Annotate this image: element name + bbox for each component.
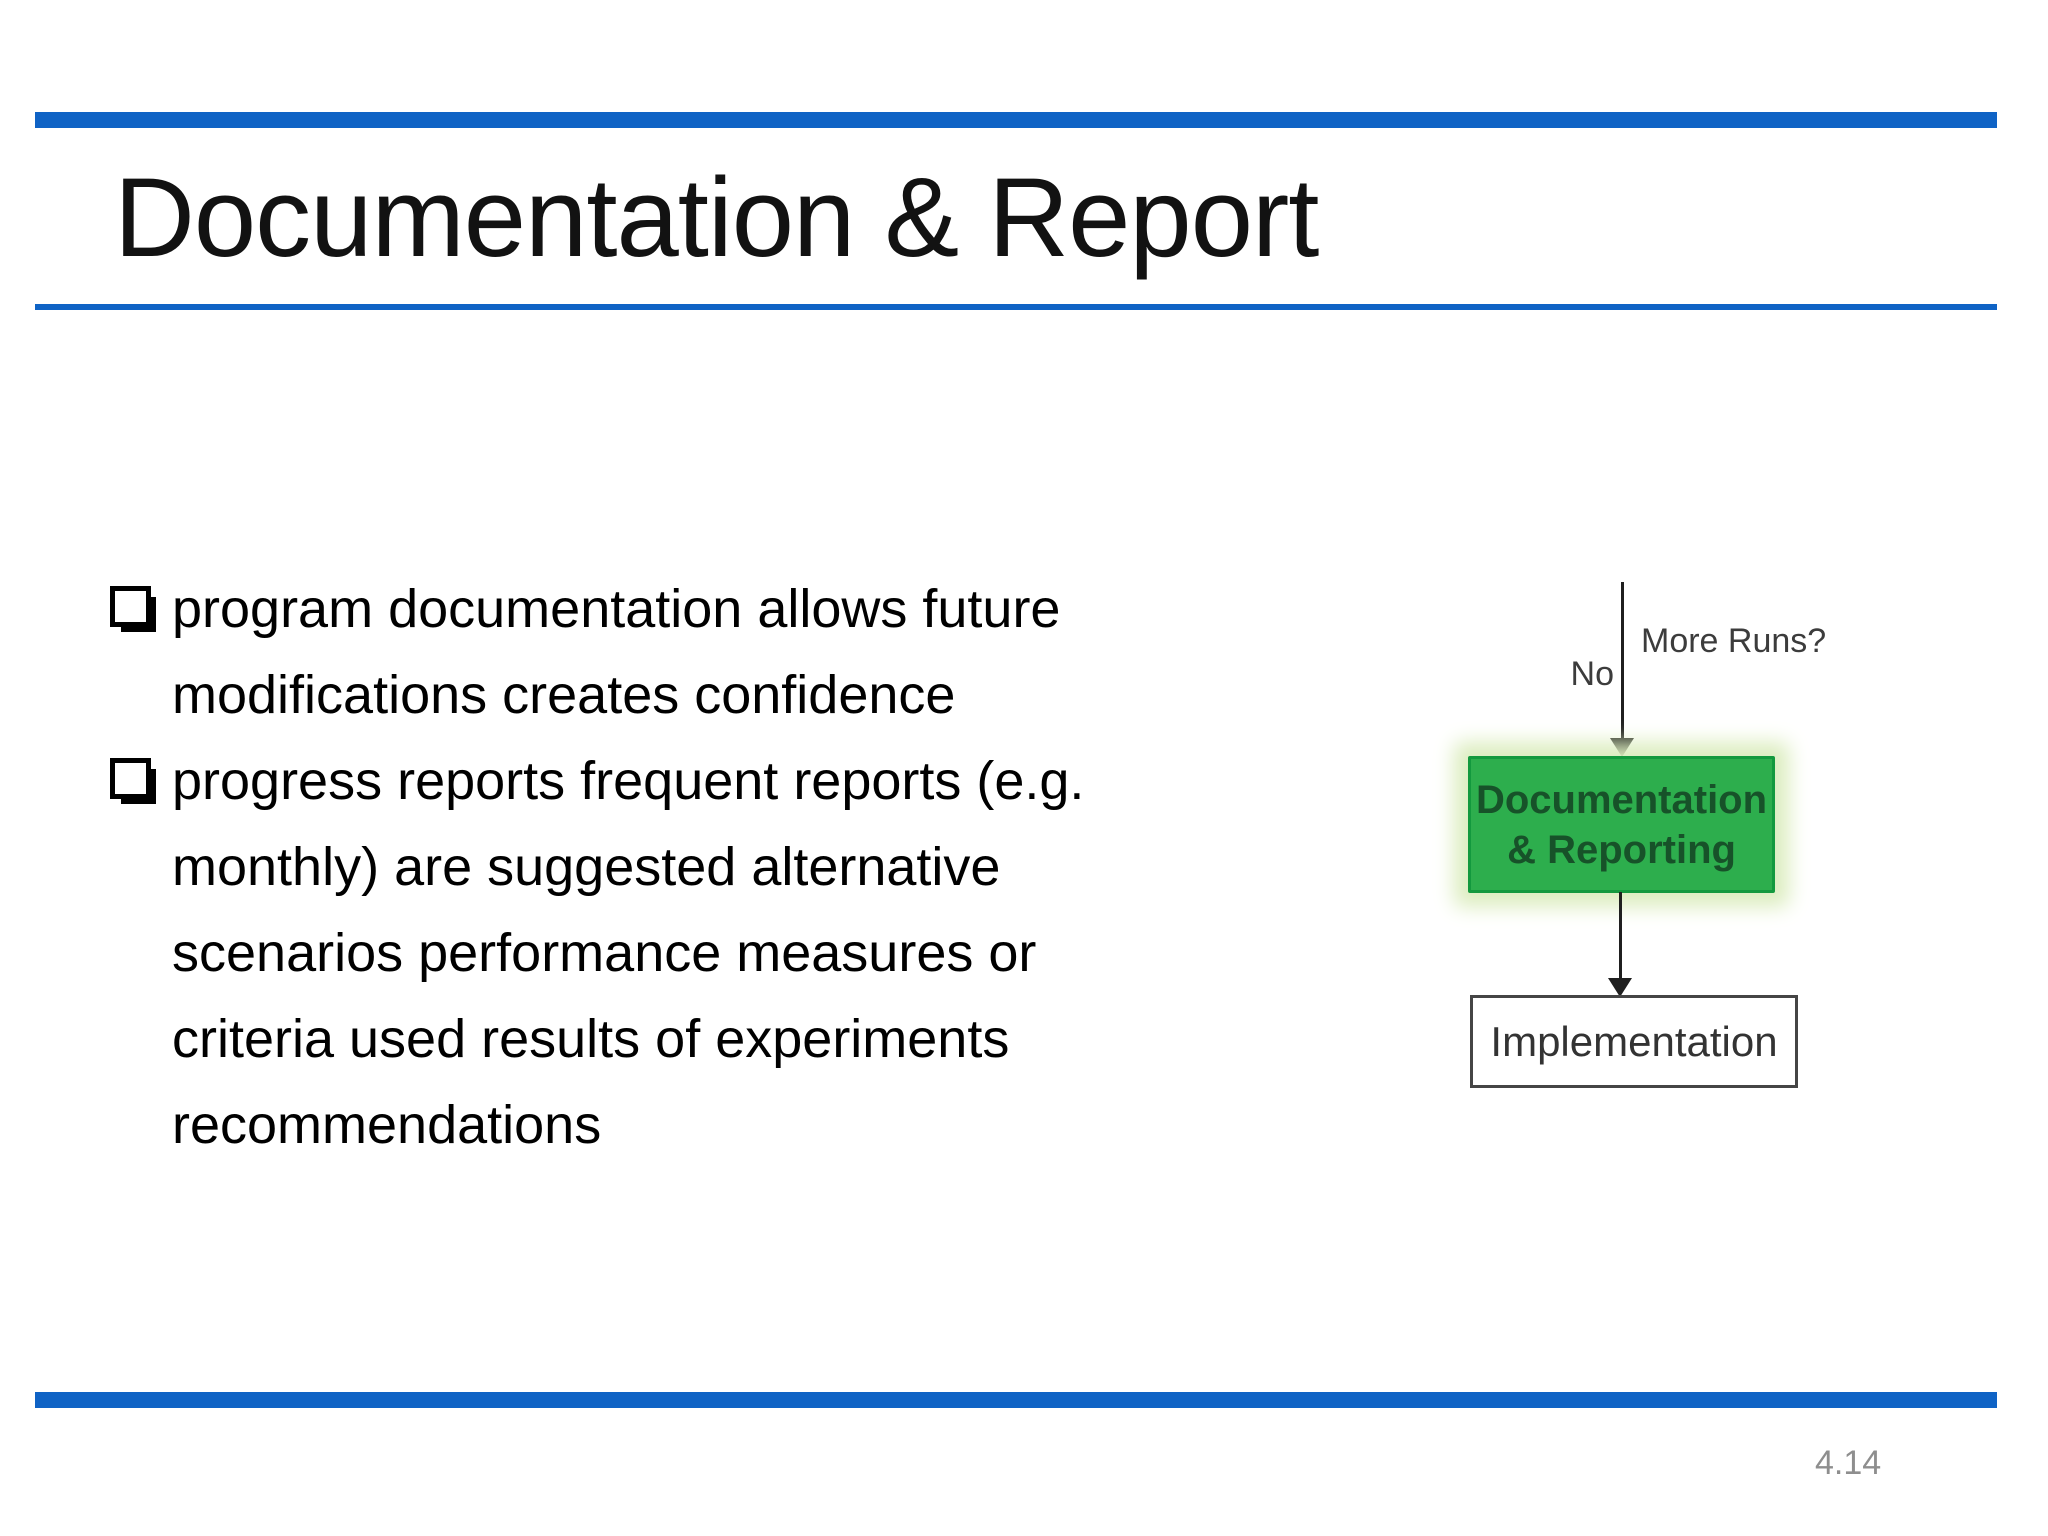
bullet-text-line: recommendations <box>172 1095 602 1155</box>
list-item: progress reports frequent reports (e.g. … <box>110 738 1310 1168</box>
flow-arrow-line <box>1621 582 1624 740</box>
arrow-down-icon <box>1610 738 1634 757</box>
flow-node-label-line: Documentation <box>1475 777 1768 822</box>
title-underline-rule <box>35 304 1997 310</box>
checkbox-bullet-icon <box>110 586 151 627</box>
flow-node-implementation: Implementation <box>1470 995 1798 1088</box>
bullet-text-line: scenarios performance measures or <box>172 923 1037 983</box>
list-item: program documentation allows future modi… <box>110 566 1310 738</box>
bullet-text-line: program documentation allows future <box>172 579 1061 639</box>
flow-node-label-line: & Reporting <box>1507 827 1736 872</box>
bullet-text-line: monthly) are suggested alternative <box>172 837 1001 897</box>
flow-arrow-line <box>1619 892 1622 980</box>
bullet-text-line: progress reports frequent reports (e.g. <box>172 751 1085 811</box>
flow-node-label-line: Implementation <box>1490 1017 1778 1065</box>
arrow-down-icon <box>1608 978 1632 997</box>
top-accent-bar <box>35 112 1997 128</box>
flow-label-no: No <box>1570 655 1614 693</box>
page-number: 4.14 <box>1815 1444 1882 1482</box>
bullet-list: program documentation allows future modi… <box>110 566 1310 1168</box>
flow-label-more-runs: More Runs? <box>1641 622 1827 660</box>
bullet-text-line: criteria used results of experiments <box>172 1009 1010 1069</box>
page-title: Documentation & Report <box>114 155 1319 280</box>
flow-node-documentation-reporting: Documentation & Reporting <box>1468 756 1775 893</box>
bullet-text-line: modifications creates confidence <box>172 665 956 725</box>
bottom-accent-bar <box>35 1392 1997 1408</box>
checkbox-bullet-icon <box>110 758 151 799</box>
